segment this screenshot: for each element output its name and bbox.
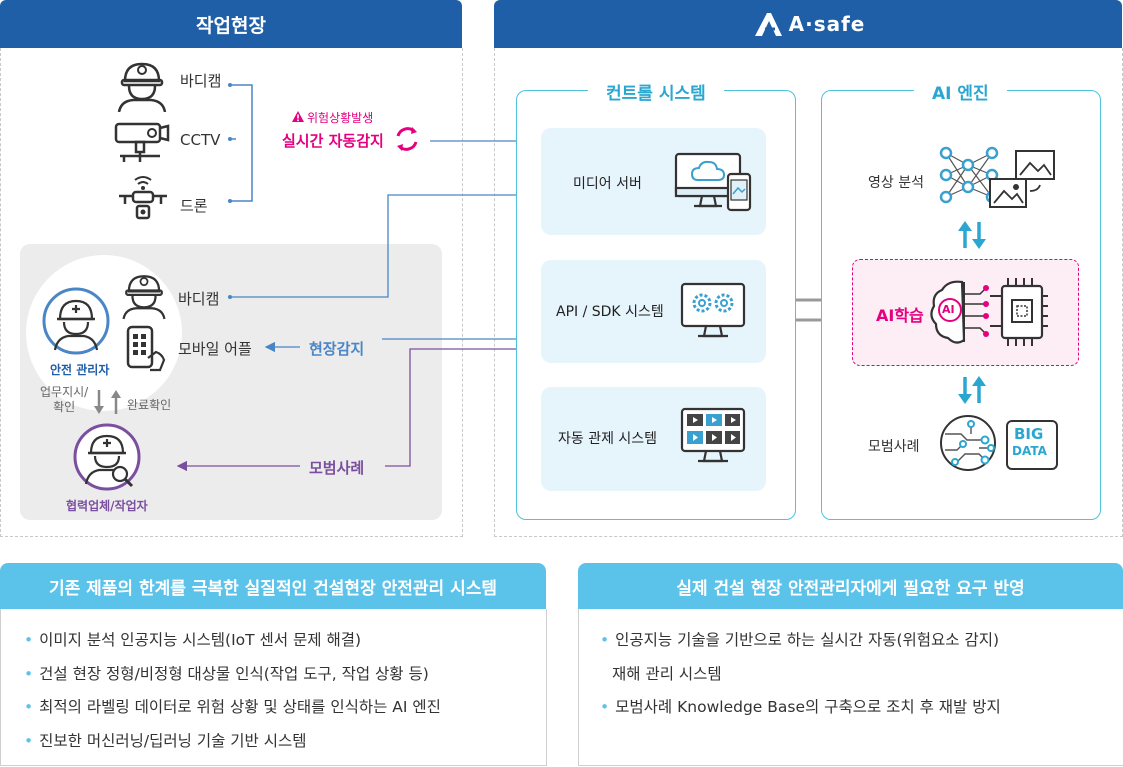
realtime-detect-label: 실시간 자동감지 xyxy=(282,132,384,150)
asafe-logo-text: A·safe xyxy=(788,12,866,36)
ai-engine-title: AI 엔진 xyxy=(914,79,1007,104)
mobile-phone-icon xyxy=(126,325,166,372)
gear-monitor-icon xyxy=(680,282,746,338)
partner-worker-icon xyxy=(73,423,141,491)
asafe-header: A·safe xyxy=(494,0,1122,48)
bottom-right-header: 실제 건설 현장 안전관리자에게 필요한 요구 반영 xyxy=(578,563,1123,609)
up-arrow-icon xyxy=(111,390,121,414)
warning-icon xyxy=(292,111,304,122)
br-bullet-1: •인공지능 기술을 기반으로 하는 실시간 자동(위험요소 감지) xyxy=(600,631,1000,649)
asafe-logo-icon xyxy=(754,13,782,36)
safety-manager-icon xyxy=(42,287,110,355)
bl-bullet-4: •진보한 머신러닝/딥러닝 기술 기반 시스템 xyxy=(24,732,307,750)
bottom-left-title: 기존 제품의 한계를 극복한 실질적인 건설현장 안전관리 시스템 xyxy=(48,578,498,599)
br-bullet-3: •모범사례 Knowledge Base의 구축으로 조치 후 재발 방지 xyxy=(600,698,1001,716)
bodycam-label: 바디캠 xyxy=(180,72,222,90)
cctv-icon xyxy=(114,122,170,162)
work-instruction-label: 업무지시/확인 xyxy=(40,385,89,414)
worksite-title: 작업현장 xyxy=(196,14,266,37)
neural-network-icon xyxy=(939,146,1055,208)
danger-label: 위험상황발생 xyxy=(307,111,374,125)
ai-brain-chip-icon xyxy=(930,278,1048,346)
drone-icon xyxy=(119,176,167,220)
ai-learning-label: AI학습 xyxy=(876,306,924,325)
down-arrow-icon xyxy=(94,390,104,414)
mobile-app-label: 모바일 어플 xyxy=(178,340,252,358)
partner-worker-label: 협력업체/작업자 xyxy=(66,499,148,513)
bl-bullet-2: •건설 현장 정형/비정형 대상물 인식(작업 도구, 작업 상황 등) xyxy=(24,665,429,683)
video-analysis-label: 영상 분석 xyxy=(868,175,924,191)
drone-label: 드론 xyxy=(180,197,208,215)
br-bullet-2: 재해 관리 시스템 xyxy=(612,665,722,683)
auto-control-label: 자동 관제 시스템 xyxy=(558,431,658,447)
cctv-label: CCTV xyxy=(180,131,221,149)
worksite-header: 작업현장 xyxy=(0,0,462,48)
big-data-icon xyxy=(1006,420,1058,470)
circuit-brain-icon xyxy=(940,415,996,471)
bottom-right-box xyxy=(578,609,1123,766)
bottom-right-title: 실제 건설 현장 안전관리자에게 필요한 요구 반영 xyxy=(676,578,1025,599)
ai-badge-label: AI xyxy=(942,303,955,316)
bottom-left-box xyxy=(0,609,547,766)
api-sdk-label: API / SDK 시스템 xyxy=(556,304,664,320)
worker-icon xyxy=(117,62,167,112)
big-label: BIG xyxy=(1014,425,1044,443)
control-system-title: 컨트롤 시스템 xyxy=(588,79,724,104)
bl-bullet-3: •최적의 라벨링 데이터로 위험 상황 및 상태를 인식하는 AI 엔진 xyxy=(24,698,441,716)
best-practice-label: 모범사례 xyxy=(309,459,365,477)
completion-check-label: 완료확인 xyxy=(127,398,172,412)
bottom-left-header: 기존 제품의 한계를 극복한 실질적인 건설현장 안전관리 시스템 xyxy=(0,563,546,609)
device-bracket xyxy=(228,83,253,203)
bl-bullet-1: •이미지 분석 인공지능 시스템(IoT 센서 문제 해결) xyxy=(24,631,362,649)
field-worker-icon xyxy=(122,275,166,320)
video-wall-icon xyxy=(680,407,746,463)
field-detect-label: 현장감지 xyxy=(309,340,365,358)
updown-arrows-icon-1 xyxy=(958,221,986,249)
field-bodycam-label: 바디캠 xyxy=(178,290,220,308)
data-label: DATA xyxy=(1012,444,1047,458)
media-server-label: 미디어 서버 xyxy=(573,176,642,192)
safety-manager-label: 안전 관리자 xyxy=(50,363,110,377)
updown-arrows-icon-2 xyxy=(958,376,986,404)
ai-best-practice-label: 모범사례 xyxy=(868,439,920,455)
refresh-icon xyxy=(396,127,418,151)
monitor-cloud-icon xyxy=(674,152,752,212)
